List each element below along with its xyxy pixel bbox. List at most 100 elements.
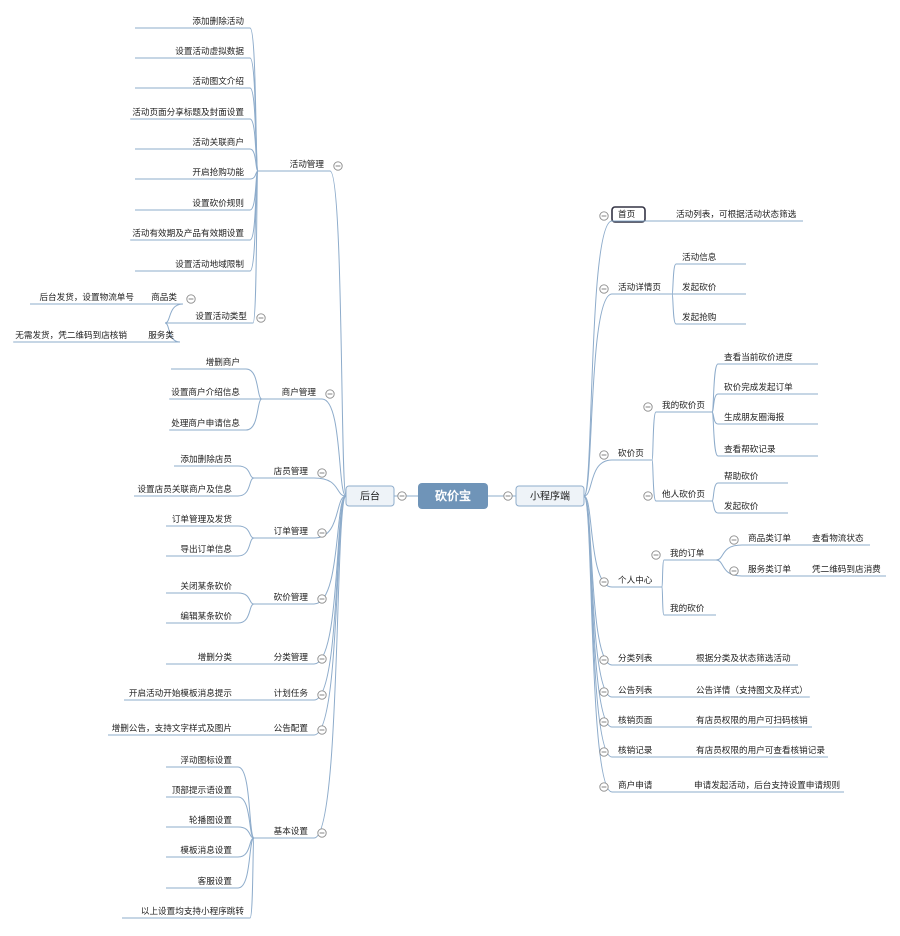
topic-right-3-0-0[interactable]: 商品类订单: [742, 532, 798, 546]
topic-right-5-0[interactable]: 公告详情（支持图文及样式）: [690, 684, 810, 698]
topic-left-0-5[interactable]: 开启抢购功能: [135, 166, 250, 180]
topic-left-0-9-0[interactable]: 商品类: [143, 291, 183, 305]
topic-left-2-0[interactable]: 添加删除店员: [174, 453, 238, 467]
topic-right-0-0[interactable]: 活动列表，可根据活动状态筛选: [670, 208, 803, 222]
topic-left-0-4[interactable]: 活动关联商户: [135, 136, 250, 150]
collapse-toggle-icon[interactable]: [599, 782, 609, 792]
collapse-toggle-icon[interactable]: [325, 389, 335, 399]
collapse-toggle-icon[interactable]: [317, 594, 327, 604]
topic-right-2-0[interactable]: 我的砍价页: [656, 399, 712, 413]
collapse-toggle-icon[interactable]: [643, 491, 653, 501]
collapse-toggle-icon[interactable]: [599, 450, 609, 460]
topic-right-3-0-1[interactable]: 服务类订单: [742, 563, 798, 577]
topic-left-6[interactable]: 计划任务: [254, 687, 314, 701]
topic-left-0-0[interactable]: 添加删除活动: [135, 15, 250, 29]
collapse-toggle-icon[interactable]: [599, 211, 609, 221]
collapse-toggle-icon[interactable]: [599, 284, 609, 294]
topic-left-8-2[interactable]: 轮播图设置: [166, 814, 238, 828]
topic-left-8-1[interactable]: 顶部提示语设置: [166, 784, 238, 798]
topic-right-1[interactable]: 活动详情页: [612, 281, 672, 295]
topic-left-0-6[interactable]: 设置砍价规则: [135, 197, 250, 211]
topic-right-3[interactable]: 个人中心: [612, 574, 662, 588]
collapse-toggle-icon[interactable]: [256, 313, 266, 323]
topic-right-2-0-3[interactable]: 查看帮砍记录: [718, 443, 818, 457]
topic-left-8-5[interactable]: 以上设置均支持小程序跳转: [122, 905, 250, 919]
branch-miniprogram[interactable]: 小程序端: [515, 485, 585, 507]
collapse-toggle-icon[interactable]: [599, 577, 609, 587]
topic-left-7-0[interactable]: 增删公告，支持文字样式及图片: [108, 722, 238, 736]
collapse-toggle-icon[interactable]: [599, 655, 609, 665]
collapse-toggle-icon[interactable]: [186, 294, 196, 304]
topic-left-5-0[interactable]: 增删分类: [166, 651, 238, 665]
collapse-toggle-icon[interactable]: [397, 491, 407, 501]
topic-left-2-1[interactable]: 设置店员关联商户及信息: [134, 483, 238, 497]
topic-left-4-0[interactable]: 关闭某条砍价: [166, 580, 238, 594]
collapse-toggle-icon[interactable]: [317, 654, 327, 664]
topic-right-2[interactable]: 砍价页: [612, 447, 652, 461]
root-topic[interactable]: 砍价宝: [418, 483, 488, 509]
topic-left-6-0[interactable]: 开启活动开始模板消息提示: [124, 687, 238, 701]
topic-left-4[interactable]: 砍价管理: [254, 591, 314, 605]
topic-left-0-7[interactable]: 活动有效期及产品有效期设置: [130, 227, 250, 241]
topic-left-8-4[interactable]: 客服设置: [166, 875, 238, 889]
topic-left-0[interactable]: 活动管理: [258, 158, 330, 172]
topic-right-2-1-1[interactable]: 发起砍价: [718, 500, 788, 514]
topic-right-1-1[interactable]: 发起砍价: [676, 281, 746, 295]
topic-left-3[interactable]: 订单管理: [254, 525, 314, 539]
topic-left-8[interactable]: 基本设置: [254, 825, 314, 839]
collapse-toggle-icon[interactable]: [729, 566, 739, 576]
topic-left-3-1[interactable]: 导出订单信息: [166, 543, 238, 557]
collapse-toggle-icon[interactable]: [317, 528, 327, 538]
topic-left-5[interactable]: 分类管理: [254, 651, 314, 665]
collapse-toggle-icon[interactable]: [317, 725, 327, 735]
collapse-toggle-icon[interactable]: [643, 402, 653, 412]
topic-right-7[interactable]: 核销记录: [612, 744, 672, 758]
topic-left-8-0[interactable]: 浮动图标设置: [166, 754, 238, 768]
topic-left-0-9[interactable]: 设置活动类型: [165, 310, 253, 324]
topic-left-1[interactable]: 商户管理: [262, 386, 322, 400]
collapse-toggle-icon[interactable]: [599, 717, 609, 727]
topic-right-6-0[interactable]: 有店员权限的用户可扫码核销: [690, 714, 812, 728]
topic-right-2-0-0[interactable]: 查看当前砍价进度: [718, 351, 818, 365]
topic-right-8-0[interactable]: 申请发起活动，后台支持设置申请规则: [688, 779, 844, 793]
topic-right-5[interactable]: 公告列表: [612, 684, 672, 698]
topic-right-7-0[interactable]: 有店员权限的用户可查看核销记录: [690, 744, 828, 758]
selected-topic-box[interactable]: [611, 206, 646, 223]
collapse-toggle-icon[interactable]: [729, 535, 739, 545]
collapse-toggle-icon[interactable]: [599, 687, 609, 697]
topic-right-2-1-0[interactable]: 帮助砍价: [718, 470, 788, 484]
topic-left-0-9-1[interactable]: 服务类: [140, 329, 180, 343]
topic-left-7[interactable]: 公告配置: [254, 722, 314, 736]
topic-right-6[interactable]: 核销页面: [612, 714, 672, 728]
topic-left-8-3[interactable]: 模板消息设置: [166, 844, 238, 858]
collapse-toggle-icon[interactable]: [333, 161, 343, 171]
topic-right-3-0[interactable]: 我的订单: [664, 547, 716, 561]
topic-right-8[interactable]: 商户申请: [612, 779, 672, 793]
topic-right-4-0[interactable]: 根据分类及状态筛选活动: [690, 652, 798, 666]
topic-right-1-2[interactable]: 发起抢购: [676, 311, 746, 325]
topic-right-4[interactable]: 分类列表: [612, 652, 672, 666]
topic-right-3-0-0-0[interactable]: 查看物流状态: [806, 532, 870, 546]
topic-left-4-1[interactable]: 编辑某条砍价: [166, 610, 238, 624]
topic-left-0-3[interactable]: 活动页面分享标题及封面设置: [130, 106, 250, 120]
topic-left-0-2[interactable]: 活动图文介绍: [135, 75, 250, 89]
topic-right-3-0-1-0[interactable]: 凭二维码到店消费: [806, 563, 886, 577]
collapse-toggle-icon[interactable]: [599, 747, 609, 757]
collapse-toggle-icon[interactable]: [651, 550, 661, 560]
branch-admin[interactable]: 后台: [345, 485, 395, 507]
collapse-toggle-icon[interactable]: [503, 491, 513, 501]
topic-left-0-9-0-0[interactable]: 后台发货，设置物流单号: [30, 291, 140, 305]
topic-left-0-1[interactable]: 设置活动虚拟数据: [135, 45, 250, 59]
topic-left-2[interactable]: 店员管理: [254, 465, 314, 479]
topic-right-2-0-2[interactable]: 生成朋友圈海报: [718, 411, 818, 425]
topic-left-1-1[interactable]: 设置商户介绍信息: [169, 386, 246, 400]
collapse-toggle-icon[interactable]: [317, 690, 327, 700]
topic-right-2-0-1[interactable]: 砍价完成发起订单: [718, 381, 818, 395]
topic-left-1-2[interactable]: 处理商户申请信息: [169, 417, 246, 431]
topic-right-3-1[interactable]: 我的砍价: [664, 602, 716, 616]
topic-left-0-8[interactable]: 设置活动地域限制: [135, 258, 250, 272]
topic-right-1-0[interactable]: 活动信息: [676, 251, 746, 265]
collapse-toggle-icon[interactable]: [317, 828, 327, 838]
topic-left-3-0[interactable]: 订单管理及发货: [166, 513, 238, 527]
topic-right-2-1[interactable]: 他人砍价页: [656, 488, 712, 502]
